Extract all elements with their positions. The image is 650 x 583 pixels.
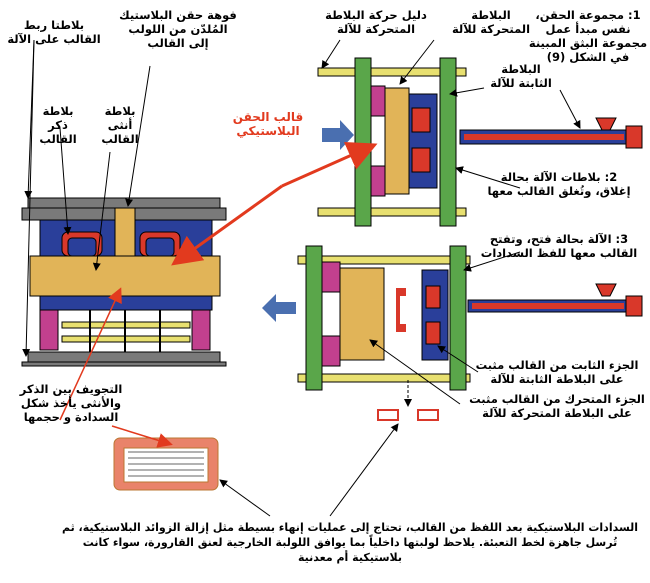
label-moving-platen: البلاطة المتحركة للآلة xyxy=(451,8,531,36)
caption: السدادات البلاستيكية بعد اللفظ من القالب… xyxy=(61,521,639,564)
machine-open xyxy=(262,245,643,421)
label-core-plate: بلاطة ذكر القالب xyxy=(39,104,77,146)
label-cavity-plate: بلاطة أنثى القالب xyxy=(101,104,139,146)
label-cavity-space: التجويف بين الذكر والأنثى يأخذ شكل السدا… xyxy=(19,382,123,424)
label-moving-half: الجزء المتحرك من القالب مثبت على البلاطة… xyxy=(469,392,645,420)
label-fixed-half: الجزء الثابت من القالب مثبت على البلاطة … xyxy=(475,358,639,386)
label-sprue-bushing: فوهة حقن البلاستيك المُلدّن من اللولب إل… xyxy=(119,8,237,50)
label-fixed-platen: البلاطة الثابتة للآلة xyxy=(490,62,552,90)
label-step-3: 3: الآلة بحالة فتح، وتفتح القالب معها لل… xyxy=(480,232,638,260)
label-mold-title: قالب الحقن البلاستيكي xyxy=(232,110,304,138)
label-tie-bars: بلاطتا ربط القالب على الآلة xyxy=(7,18,101,46)
mold-detail xyxy=(21,197,227,367)
label-moving-guide: دليل حركة البلاطة المتحركة للآلة xyxy=(325,8,427,36)
machine-closed xyxy=(317,57,643,227)
cap-drawing xyxy=(113,437,219,491)
label-step-2: 2: بلاطات الآلة بحالة إغلاق، وتُغلق القا… xyxy=(487,170,631,198)
label-step-1: 1: مجموعة الحقن، نفس مبدأ عمل مجموعة الب… xyxy=(528,8,648,64)
leader-lines xyxy=(22,39,581,517)
red-arrows xyxy=(59,142,378,448)
